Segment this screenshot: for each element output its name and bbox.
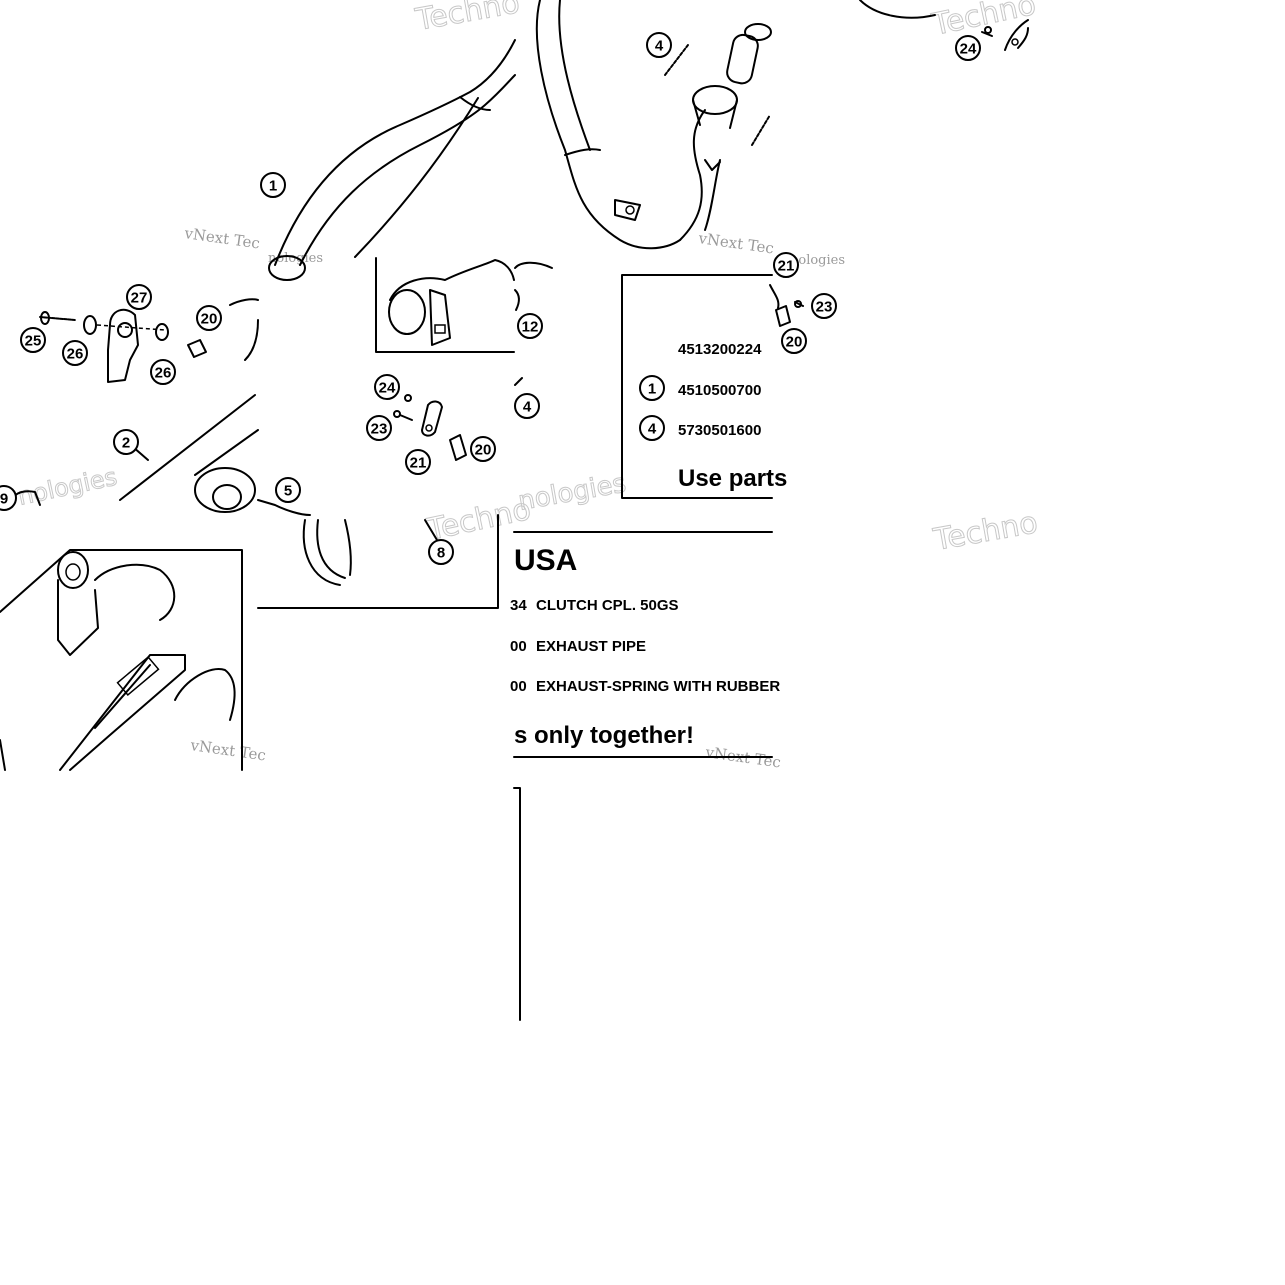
svg-text:20: 20: [786, 334, 803, 351]
callout-20: 20: [781, 328, 807, 354]
svg-text:24: 24: [379, 380, 396, 397]
callout-4: 4: [514, 393, 540, 419]
part-number-row-2: 5730501600: [678, 422, 761, 439]
svg-text:20: 20: [475, 442, 492, 459]
svg-text:25: 25: [25, 333, 42, 350]
watermark-text: Techno: [928, 0, 1039, 43]
usa-desc-3: EXHAUST-SPRING WITH RUBBER: [536, 678, 780, 695]
svg-text:26: 26: [67, 346, 84, 363]
callout-20: 20: [196, 305, 222, 331]
watermark-text: Techno: [930, 505, 1040, 558]
watermark-text: vNext Tec: [696, 229, 775, 258]
svg-text:5: 5: [284, 483, 292, 500]
callout-26: 26: [150, 359, 176, 385]
svg-text:2: 2: [122, 435, 130, 452]
callout-21: 21: [405, 449, 431, 475]
callout-26: 26: [62, 340, 88, 366]
svg-text:20: 20: [201, 311, 218, 328]
notice-footer-prefix: Use parts: [678, 465, 787, 492]
part-number-row-1: 4510500700: [678, 382, 761, 399]
callout-5: 5: [275, 477, 301, 503]
lower-frame-edges: [513, 787, 521, 1021]
svg-text:1: 1: [648, 381, 656, 398]
callout-12: 12: [517, 313, 543, 339]
callout-23: 23: [366, 415, 392, 441]
watermark-text: nologies: [516, 468, 628, 516]
silencer-detail-drawing: [0, 549, 243, 771]
silencer-bracket-drawing: [11, 298, 259, 513]
usa-heading: USA: [514, 544, 577, 577]
callout-24: 24: [955, 35, 981, 61]
watermark-text: vNext Tec: [182, 224, 261, 253]
clamp-drawing: [257, 257, 553, 609]
watermark-text: vNext Tec: [188, 736, 267, 765]
callout-9: 9: [0, 485, 17, 511]
svg-text:23: 23: [371, 421, 388, 438]
usa-num-tail-3: 00: [510, 678, 527, 695]
callout-ref-1: 1: [639, 375, 665, 401]
watermark-text: Techno: [412, 0, 522, 38]
usa-desc-1: CLUTCH CPL. 50GS: [536, 597, 679, 614]
usa-parts-list: USA 34 CLUTCH CPL. 50GS 00 EXHAUST PIPE …: [510, 531, 780, 758]
svg-text:4: 4: [648, 421, 657, 438]
kit-part-number: 4513200224: [678, 341, 762, 358]
svg-text:4: 4: [655, 38, 664, 55]
usa-footer-suffix: s only together!: [514, 722, 694, 749]
callout-25: 25: [20, 327, 46, 353]
svg-text:8: 8: [437, 545, 445, 562]
svg-text:9: 9: [0, 491, 8, 508]
svg-text:27: 27: [131, 290, 148, 307]
watermark-text: nologies: [15, 463, 119, 511]
svg-text:12: 12: [522, 319, 539, 336]
exhaust-pipe-drawing: [268, 39, 516, 281]
usa-num-tail-1: 34: [510, 597, 527, 614]
svg-text:4: 4: [523, 399, 532, 416]
svg-text:21: 21: [778, 258, 795, 275]
callout-8: 8: [428, 539, 454, 565]
callout-1: 1: [260, 172, 286, 198]
notice-box: 4513200224 4510500700 5730501600 Use par…: [621, 274, 804, 499]
watermark-text: nologies: [268, 251, 323, 266]
header-pipe-drawing: [535, 0, 772, 250]
callout-27: 27: [126, 284, 152, 310]
callout-2: 2: [113, 429, 139, 455]
callout-ref-4: 4: [639, 415, 665, 441]
svg-text:26: 26: [155, 365, 172, 382]
bracket-drawing-top: [859, 0, 1029, 51]
usa-num-tail-2: 00: [510, 638, 527, 655]
callout-23: 23: [811, 293, 837, 319]
callout-21: 21: [773, 252, 799, 278]
callout-4: 4: [646, 32, 672, 58]
svg-text:21: 21: [410, 455, 427, 472]
svg-text:1: 1: [269, 178, 277, 195]
watermark-text: nologies: [790, 253, 845, 268]
usa-desc-2: EXHAUST PIPE: [536, 638, 646, 655]
svg-text:24: 24: [960, 41, 977, 58]
callout-20: 20: [470, 436, 496, 462]
callout-24: 24: [374, 374, 400, 400]
svg-text:23: 23: [816, 299, 833, 316]
